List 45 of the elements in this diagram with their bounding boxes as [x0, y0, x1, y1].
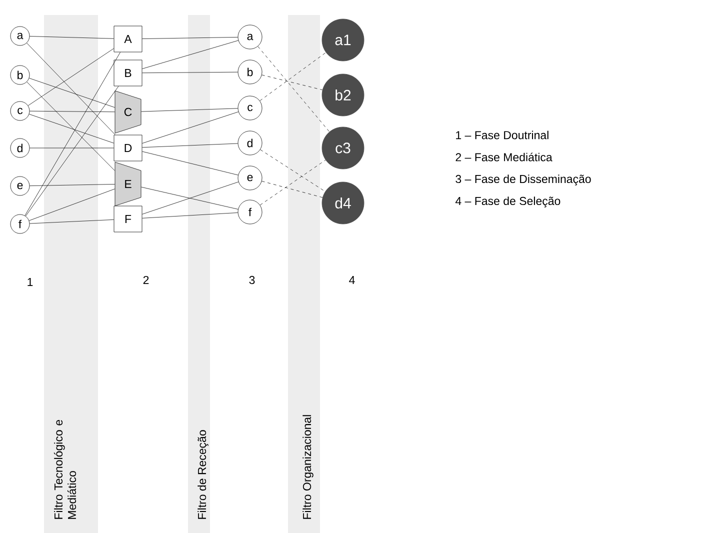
legend-text: 2 – Fase Mediática — [456, 152, 552, 162]
band-label: Filtro de Receção — [198, 430, 208, 519]
connector — [142, 151, 238, 176]
letter-box: A — [114, 26, 142, 52]
band-label: Filtro Tecnológico e Mediático — [54, 420, 76, 519]
band-label: Filtro Organizacional — [302, 415, 314, 519]
letter-box: D — [114, 134, 142, 162]
connector — [258, 46, 330, 132]
connector — [260, 160, 326, 206]
connector — [26, 82, 115, 171]
connector — [142, 40, 238, 69]
connector — [28, 48, 114, 106]
connector — [142, 72, 238, 74]
connector — [30, 184, 115, 186]
legend-text: 3 – Fase de Disseminação — [456, 174, 591, 186]
connector — [141, 108, 238, 112]
connector — [142, 182, 239, 214]
connector — [141, 186, 238, 210]
connector — [260, 52, 326, 101]
connector — [142, 37, 238, 39]
connector — [260, 149, 326, 192]
connector — [28, 188, 115, 221]
connector — [142, 112, 239, 144]
column-number: 3 — [249, 276, 255, 284]
trapezoid: E — [114, 162, 142, 206]
connector — [28, 114, 114, 144]
connector — [142, 212, 238, 218]
column-number: 4 — [349, 276, 355, 284]
connector — [262, 180, 323, 198]
column-number: 2 — [143, 276, 149, 284]
connector — [30, 110, 115, 112]
legend-text: 1 – Fase Doutrinal — [456, 130, 548, 140]
connector — [28, 78, 115, 108]
connector — [142, 143, 238, 148]
trapezoid: C — [114, 90, 142, 134]
connector — [24, 52, 120, 216]
connector — [25, 86, 119, 216]
connector — [26, 42, 116, 135]
connector — [30, 219, 114, 224]
legend-text: 4 – Fase de Seleção — [455, 196, 560, 208]
letter-box: B — [114, 60, 142, 86]
letter-box: F — [114, 206, 142, 232]
column-number: 1 — [28, 278, 33, 286]
connector — [30, 36, 114, 39]
connector — [262, 74, 323, 90]
